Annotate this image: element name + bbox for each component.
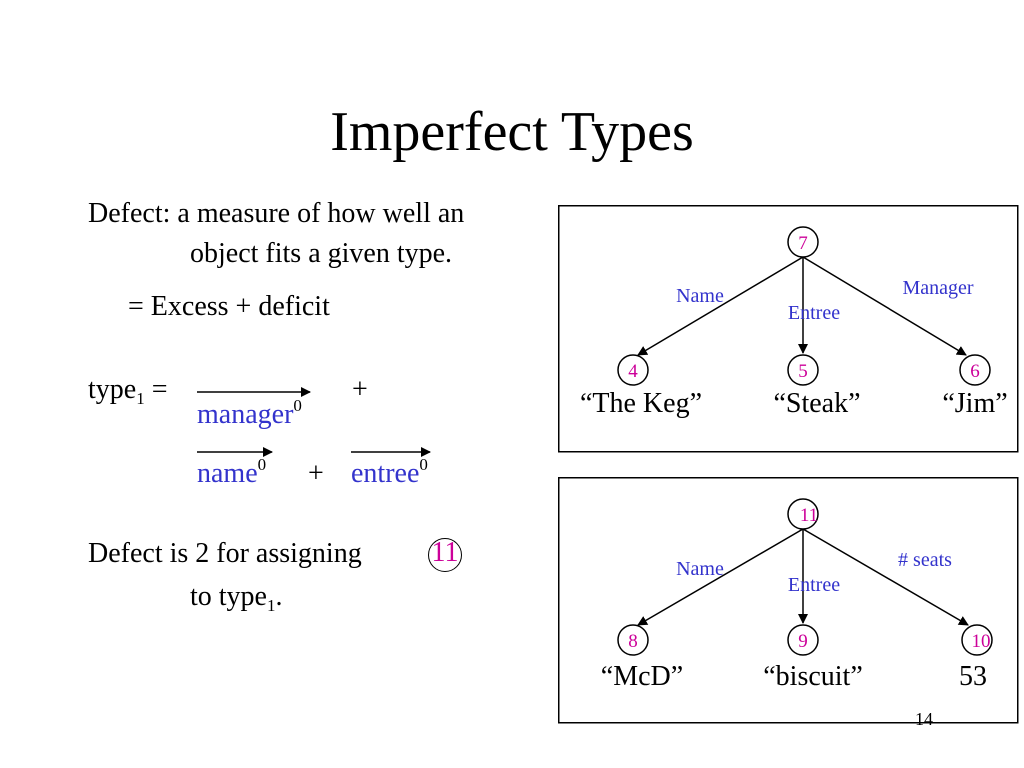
tree2-frame: [558, 477, 1019, 724]
tree1-child-label-3: 6: [970, 361, 980, 382]
tree2-value-1: “McD”: [601, 661, 683, 692]
tree2-root-node: [787, 498, 819, 530]
tree1-child-node-1: [617, 354, 649, 386]
tree2-edge-label-seats: # seats: [898, 549, 952, 571]
tree2-diagram: 11 8 9 10 Name Entree # seats “McD” “bis…: [558, 477, 1019, 724]
defect-definition-line2: object fits a given type.: [190, 238, 453, 269]
tree2-child-label-2: 9: [798, 631, 808, 652]
tree1-root-label: 7: [798, 233, 808, 254]
defect-example-line2: to type1.: [190, 581, 283, 615]
page-number: 14: [915, 709, 933, 729]
manager-superscript: 0: [293, 396, 302, 415]
tree2-child-node-1: [617, 624, 649, 656]
tree2-child-label-1: 8: [628, 631, 638, 652]
tree2-edge-label-entree: Entree: [788, 574, 840, 596]
tree1-edge-name: [637, 256, 804, 356]
node-11-circle: [428, 538, 462, 572]
type1-label: type1 =: [88, 374, 168, 408]
tree2-value-2: “biscuit”: [763, 661, 863, 692]
tree2-value-3: 53: [959, 661, 987, 692]
tree1-child-node-2: [787, 354, 819, 386]
tree1-child-label-2: 5: [798, 361, 808, 382]
tree2-child-node-2: [787, 624, 819, 656]
type1-subscript: 1: [136, 389, 145, 408]
node-11-reference: 11: [431, 537, 459, 568]
tree1-root-node: [787, 226, 819, 258]
tree1-diagram: 7 4 5 6 Name Entree Manager “The Keg” “S…: [558, 205, 1019, 453]
equals-sign: =: [151, 374, 168, 405]
tree2-edge-name: [637, 528, 804, 626]
tree1-child-label-1: 4: [628, 361, 638, 382]
entree-term: entree0: [351, 455, 428, 489]
tree1-edge-label-manager: Manager: [902, 277, 973, 299]
entree-superscript: 0: [419, 455, 428, 474]
defect-example-line1: Defect is 2 for assigning: [88, 538, 362, 569]
tree1-frame: [558, 205, 1019, 453]
tree2-edge-seats: [802, 528, 969, 626]
manager-term: manager0: [197, 396, 302, 430]
tree1-value-1: “The Keg”: [580, 388, 702, 419]
defect-definition-line1: Defect: a measure of how well an: [88, 198, 465, 229]
tree2-child-node-3: [961, 624, 993, 656]
tree1-value-2: “Steak”: [773, 388, 860, 419]
tree1-value-3: “Jim”: [942, 388, 1007, 419]
tree1-edge-manager: [802, 256, 967, 356]
tree1-edge-label-entree: Entree: [788, 302, 840, 324]
tree2-child-label-3: 10: [972, 631, 991, 652]
slide-title: Imperfect Types: [330, 101, 694, 163]
defect-formula: = Excess + deficit: [128, 291, 330, 322]
tree1-child-node-3: [959, 354, 991, 386]
plus-sign-2: +: [308, 458, 324, 489]
name-term: name0: [197, 455, 267, 489]
tree2-root-label: 11: [800, 505, 818, 526]
tree1-edge-label-name: Name: [676, 285, 724, 307]
plus-sign-1: +: [352, 374, 368, 405]
tree2-edge-label-name: Name: [676, 558, 724, 580]
name-superscript: 0: [257, 455, 267, 474]
